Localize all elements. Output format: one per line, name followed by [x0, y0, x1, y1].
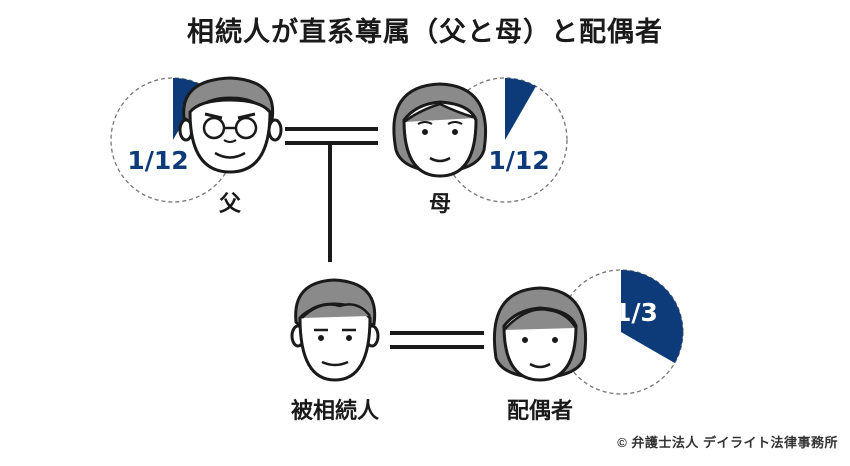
mother-share-label: 1/12 [488, 146, 550, 175]
spouse-face-icon [492, 286, 588, 382]
father-label: 父 [218, 192, 241, 217]
spouse-label: 配偶者 [506, 399, 573, 424]
parents-marriage-line [285, 127, 378, 145]
copyright-credit: © 弁護士法人 デイライト法律事務所 [617, 435, 838, 450]
mother-face-icon [392, 82, 488, 178]
spouse-share-chart [558, 269, 684, 395]
father-face-icon [178, 76, 283, 174]
page-title: 相続人が直系尊属（父と母）と配偶者 [187, 17, 663, 48]
spouse-marriage-line [390, 331, 484, 349]
mother-share-wedge [505, 78, 536, 140]
spouse-share-label: 1/3 [614, 298, 658, 327]
father-share-label: 1/12 [127, 146, 189, 175]
mother-share-chart [442, 77, 568, 203]
spouse-share-wedge [621, 270, 684, 363]
deceased-label: 被相続人 [290, 399, 379, 424]
mother-label: 母 [428, 192, 451, 217]
deceased-face-icon [290, 278, 380, 382]
